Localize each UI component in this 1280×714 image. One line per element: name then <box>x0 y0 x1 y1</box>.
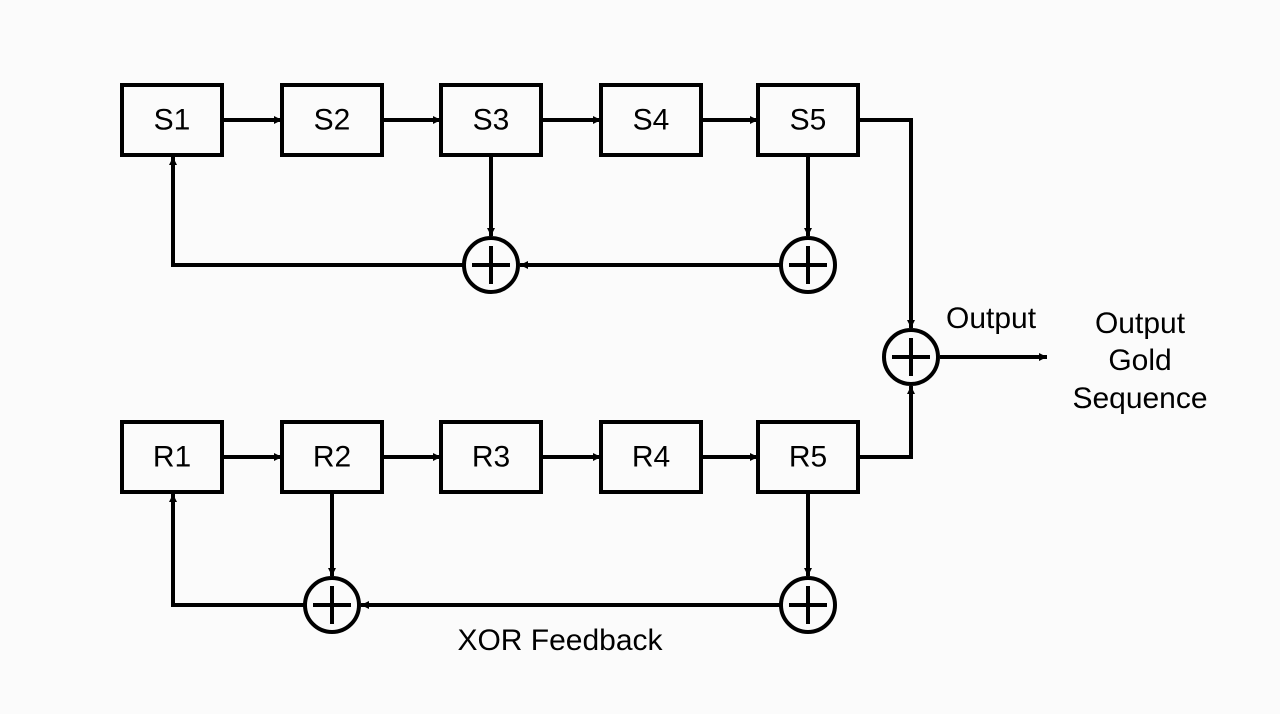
xor-icon-top-1 <box>462 236 520 294</box>
register-label: R3 <box>472 441 510 474</box>
output-label: Output <box>946 302 1037 335</box>
xor-icon-bottom-1 <box>303 576 361 634</box>
register-label: R5 <box>789 441 827 474</box>
xor-icon-bottom-2 <box>779 576 837 634</box>
xor-icon-top-2 <box>779 236 837 294</box>
register-bottom-2: R2 <box>280 420 384 494</box>
xor-feedback-label: XOR Feedback <box>457 624 663 657</box>
gold-label-line2: Gold <box>1108 344 1171 377</box>
register-bottom-3: R3 <box>439 420 543 494</box>
register-label: S1 <box>154 104 191 137</box>
output-arrow-bottom <box>858 386 915 459</box>
gold-label-line1: Output <box>1095 307 1186 340</box>
register-label: R4 <box>632 441 670 474</box>
feedback-arrow <box>169 494 305 607</box>
register-top-4: S4 <box>599 83 703 157</box>
register-bottom-5: R5 <box>756 420 860 494</box>
register-label: S3 <box>473 104 510 137</box>
register-label: S2 <box>314 104 351 137</box>
register-top-3: S3 <box>439 83 543 157</box>
register-top-1: S1 <box>120 83 224 157</box>
gold-label-line3: Sequence <box>1072 382 1207 415</box>
xor-icon-output <box>882 328 940 386</box>
register-bottom-1: R1 <box>120 420 224 494</box>
output-arrow-top <box>858 118 915 328</box>
register-label: R2 <box>313 441 351 474</box>
register-label: R1 <box>153 441 191 474</box>
register-label: S4 <box>633 104 670 137</box>
connectors <box>169 116 1047 609</box>
register-bottom-4: R4 <box>599 420 703 494</box>
feedback-arrow <box>169 157 464 267</box>
register-top-2: S2 <box>280 83 384 157</box>
register-top-5: S5 <box>756 83 860 157</box>
register-label: S5 <box>790 104 827 137</box>
